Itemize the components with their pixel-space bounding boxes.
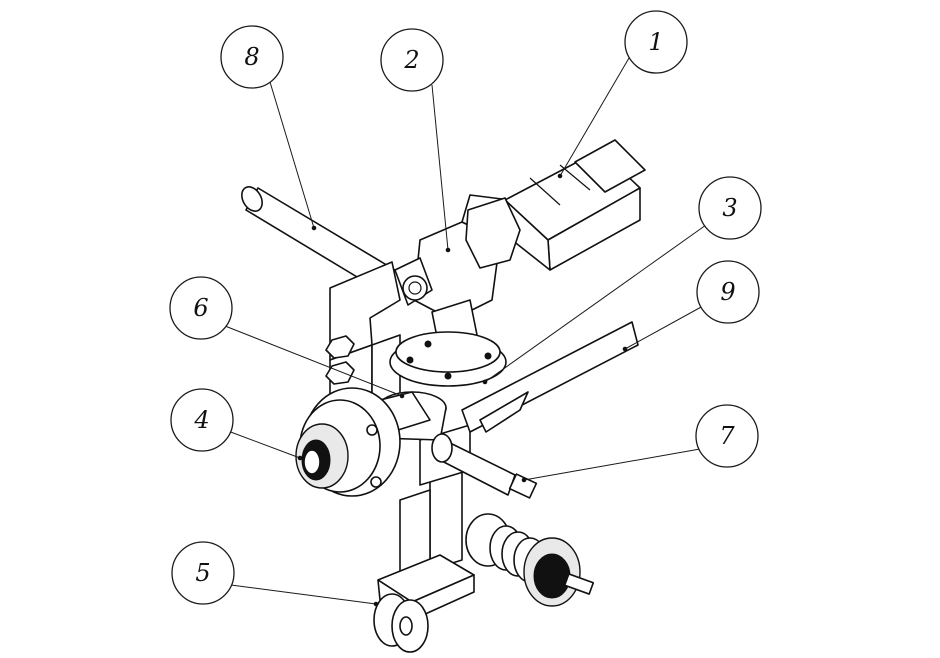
balloon-3-label: 3 <box>722 194 737 222</box>
bottom-carriage <box>373 554 475 653</box>
balloon-6: 6 <box>169 276 233 340</box>
hex-bolts <box>325 335 355 385</box>
rotary-flange <box>389 331 507 387</box>
balloon-8-label: 8 <box>244 43 259 71</box>
balloon-9: 9 <box>696 260 760 324</box>
leader-1 <box>559 57 630 177</box>
balloon-1: 1 <box>624 10 688 74</box>
balloon-7-label: 7 <box>719 422 735 450</box>
balloon-8: 8 <box>220 25 284 89</box>
balloon-7: 7 <box>695 404 759 468</box>
balloon-1-label: 1 <box>648 28 663 56</box>
leader-7 <box>523 448 701 481</box>
leader-8 <box>269 81 315 229</box>
balloon-5-label: 5 <box>195 559 210 587</box>
balloon-9-label: 9 <box>720 278 735 306</box>
leader-5 <box>222 583 377 605</box>
spring-assembly <box>465 513 595 607</box>
balloon-2-label: 2 <box>403 46 419 74</box>
servo-motor <box>465 139 646 271</box>
handle-rod <box>241 186 396 293</box>
side-disk-knob <box>295 387 401 497</box>
balloon-5: 5 <box>171 541 235 605</box>
guide-plate <box>461 321 639 433</box>
balloon-2: 2 <box>380 28 444 92</box>
leader-3 <box>484 224 707 383</box>
balloon-4: 4 <box>170 388 234 452</box>
balloon-6-label: 6 <box>193 294 208 322</box>
mechanism-line-art <box>241 139 646 653</box>
leader-2 <box>431 84 449 251</box>
leader-4 <box>227 430 301 459</box>
leader-lines <box>219 57 707 607</box>
balloon-3: 3 <box>698 176 762 240</box>
leader-6 <box>219 323 403 397</box>
output-shaft <box>431 433 538 499</box>
leader-9 <box>624 305 704 350</box>
balloon-4-label: 4 <box>193 406 209 434</box>
